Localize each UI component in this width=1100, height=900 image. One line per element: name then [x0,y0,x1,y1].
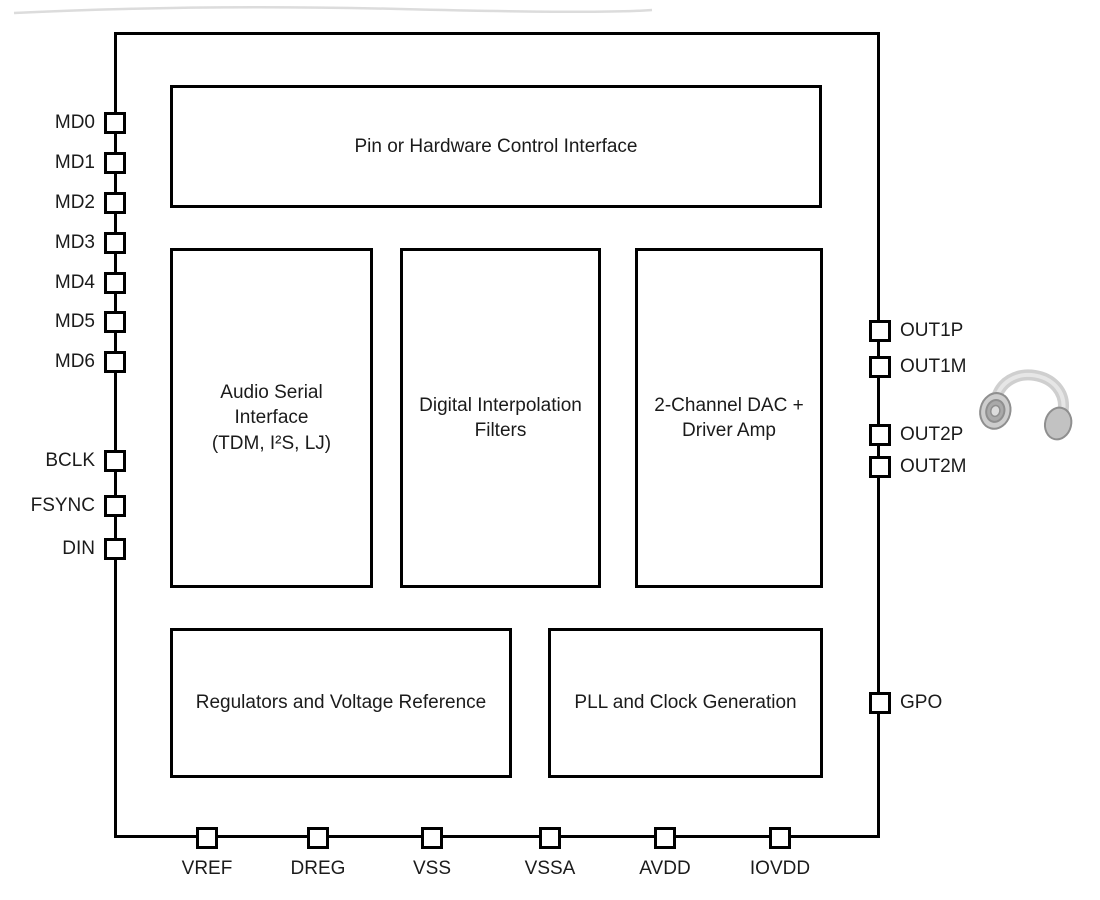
pin-square [104,112,126,134]
pin-square [104,311,126,333]
pin-label: FSYNC [30,495,95,516]
pin-label: MD2 [54,192,95,213]
block-sublabel: (TDM, I²S, LJ) [211,432,332,454]
pin-square [104,272,126,294]
block-label: Digital Interpolation Filters [419,394,582,441]
pin-md0: MD0 [0,112,126,134]
pin-md5: MD5 [0,311,126,333]
block-pll-clock-generation: PLL and Clock Generation [548,628,823,778]
pin-square [196,827,218,849]
pin-out1m: OUT1M [869,356,967,378]
pin-vss: VSS [387,827,477,880]
pin-md2: MD2 [0,192,126,214]
pin-label: VREF [181,858,233,879]
pin-md1: MD1 [0,152,126,174]
pin-md3: MD3 [0,232,126,254]
block-label: 2-Channel DAC + Driver Amp [654,394,804,441]
block-regulators-voltage-reference: Regulators and Voltage Reference [170,628,512,778]
pin-square [769,827,791,849]
pin-out2m: OUT2M [869,456,967,478]
pin-label: OUT2M [900,456,967,477]
pin-label: VSSA [524,858,576,879]
pin-dreg: DREG [273,827,363,880]
pin-square [104,538,126,560]
pin-gpo: GPO [869,692,942,714]
pin-square [869,356,891,378]
pin-square [104,495,126,517]
block-label: Pin or Hardware Control Interface [354,135,638,157]
pin-label: MD0 [54,112,95,133]
pin-iovdd: IOVDD [735,827,825,880]
pin-fsync: FSYNC [0,495,126,517]
block-digital-interpolation-filters: Digital Interpolation Filters [400,248,601,588]
pin-din: DIN [0,538,126,560]
pin-square [654,827,676,849]
pin-label: OUT1P [900,320,964,341]
block-label: Regulators and Voltage Reference [195,692,487,714]
pin-square [539,827,561,849]
pin-label: MD5 [54,311,95,332]
pin-square [104,232,126,254]
pin-label: MD3 [54,232,95,253]
pin-vssa: VSSA [505,827,595,880]
pin-square [104,450,126,472]
pin-label: BCLK [45,450,95,471]
pin-square [104,152,126,174]
block-control-interface: Pin or Hardware Control Interface [170,85,822,208]
pin-square [869,456,891,478]
pin-label: GPO [900,692,943,713]
pin-label: DREG [290,858,346,879]
headphones-icon [979,369,1073,441]
pin-square [104,192,126,214]
pin-label: VSS [412,858,452,879]
pin-label: MD4 [54,272,95,293]
pin-square [307,827,329,849]
pin-square [104,351,126,373]
block-audio-serial-interface: Audio Serial Interface (TDM, I²S, LJ) [170,248,373,588]
pin-label: DIN [62,538,95,559]
pin-bclk: BCLK [0,450,126,472]
pin-square [869,424,891,446]
pin-square [869,320,891,342]
pin-out2p: OUT2P [869,424,963,446]
pin-label: IOVDD [749,858,811,879]
pin-vref: VREF [162,827,252,880]
block-label: Audio Serial Interface [220,382,323,429]
pin-md6: MD6 [0,351,126,373]
pin-square [869,692,891,714]
pin-label: OUT2P [900,424,964,445]
block-label: PLL and Clock Generation [574,692,797,714]
pin-square [421,827,443,849]
pin-out1p: OUT1P [869,320,963,342]
pin-label: MD1 [54,152,95,173]
pin-label: OUT1M [900,356,967,377]
block-dac-driver-amp: 2-Channel DAC + Driver Amp [635,248,823,588]
pin-label: AVDD [639,858,691,879]
decorative-top-line [13,5,653,15]
pin-avdd: AVDD [620,827,710,880]
pin-md4: MD4 [0,272,126,294]
pin-label: MD6 [54,351,95,372]
